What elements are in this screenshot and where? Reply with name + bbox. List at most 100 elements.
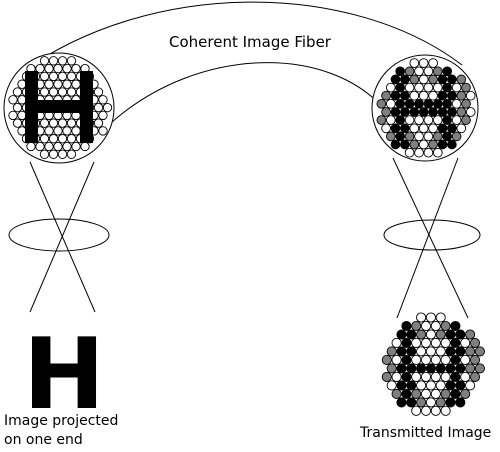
fiber-core bbox=[432, 115, 443, 125]
fiber-core bbox=[425, 329, 436, 340]
fiber-core bbox=[432, 98, 443, 109]
fiber-core bbox=[442, 131, 453, 142]
fiber-core bbox=[423, 115, 434, 125]
fiber-core bbox=[420, 320, 432, 332]
fiber-core bbox=[396, 380, 407, 391]
fiber-core bbox=[432, 131, 443, 142]
fiber-core bbox=[98, 110, 108, 121]
fiber-core bbox=[386, 380, 397, 391]
fiber-core bbox=[48, 56, 59, 66]
fiber-core bbox=[404, 115, 415, 125]
fiber-core bbox=[437, 107, 448, 117]
fiber-core bbox=[396, 346, 407, 357]
fiber-core bbox=[391, 354, 402, 365]
fiber-core bbox=[80, 141, 90, 152]
fiber-core bbox=[416, 397, 427, 408]
fiber-bundle-outer-edge bbox=[21, 1, 463, 73]
fiber-core bbox=[409, 139, 420, 150]
fiber-core bbox=[386, 363, 397, 374]
fiber-core bbox=[12, 87, 23, 97]
fiber-core bbox=[376, 115, 387, 125]
fiber-core bbox=[465, 363, 476, 374]
input-optics bbox=[8, 161, 110, 313]
fiber-core bbox=[435, 329, 446, 340]
fiber-core bbox=[44, 141, 54, 152]
fiber-core bbox=[71, 79, 81, 89]
fiber-core bbox=[17, 126, 27, 136]
input-end-face bbox=[3, 52, 115, 164]
fiber-core bbox=[428, 107, 438, 117]
fiber-core bbox=[406, 380, 417, 391]
fiber-core bbox=[465, 380, 476, 391]
fiber-core bbox=[400, 107, 410, 117]
fiber-core bbox=[423, 131, 434, 142]
fiber-core bbox=[440, 371, 451, 382]
fiber-core bbox=[381, 90, 391, 101]
fiber-core bbox=[98, 95, 108, 105]
fiber-core bbox=[430, 354, 441, 365]
fiber-core bbox=[17, 95, 27, 105]
fiber-core bbox=[411, 371, 422, 382]
fiber-core bbox=[437, 139, 448, 150]
fiber-core bbox=[381, 354, 392, 365]
fiber-core bbox=[385, 98, 396, 109]
fiber-core bbox=[8, 95, 18, 105]
fiber-core bbox=[390, 123, 401, 134]
fiber-core bbox=[395, 66, 406, 77]
fiber-core bbox=[48, 149, 59, 159]
fiber-core bbox=[39, 149, 50, 159]
fiber-core bbox=[395, 131, 406, 142]
fiber-core bbox=[469, 371, 481, 382]
fiber-core bbox=[430, 320, 441, 332]
fiber-core bbox=[442, 82, 453, 93]
fiber-core bbox=[465, 329, 476, 340]
fiber-core bbox=[406, 346, 417, 357]
fiber-core bbox=[465, 90, 476, 101]
fiber-core bbox=[414, 131, 424, 142]
fiber-core bbox=[62, 63, 72, 74]
fiber-core bbox=[390, 74, 401, 85]
fiber-core bbox=[411, 354, 422, 365]
fiber-core bbox=[435, 312, 446, 323]
fiber-core bbox=[381, 107, 391, 117]
fiber-core bbox=[451, 82, 462, 93]
fiber-core bbox=[428, 139, 438, 150]
fiber-core bbox=[414, 147, 424, 158]
projected-caption-line1: Image projected bbox=[4, 413, 119, 429]
fiber-core bbox=[474, 363, 485, 374]
fiber-core bbox=[460, 371, 471, 382]
fiber-core bbox=[57, 71, 68, 82]
fiber-core bbox=[93, 102, 104, 113]
fiber-core bbox=[423, 66, 434, 77]
fiber-core bbox=[430, 371, 441, 382]
fiber-core bbox=[420, 354, 432, 365]
fiber-core bbox=[455, 329, 466, 340]
fiber-core bbox=[450, 371, 461, 382]
fiber-core bbox=[435, 397, 446, 408]
fiber-core bbox=[425, 397, 436, 408]
fiber-core bbox=[57, 118, 68, 128]
fiber-core bbox=[416, 329, 427, 340]
fiber-core bbox=[409, 74, 420, 85]
fiber-core bbox=[418, 74, 429, 85]
fiber-core bbox=[57, 56, 68, 66]
fiber-core bbox=[416, 380, 427, 391]
fiber-core bbox=[53, 141, 63, 152]
fiber-core bbox=[66, 134, 77, 144]
source-letter-h: H bbox=[23, 318, 106, 432]
fiber-core bbox=[39, 118, 50, 128]
fiber-core bbox=[66, 56, 77, 66]
fiber-core bbox=[48, 71, 59, 82]
fiber-core bbox=[447, 107, 457, 117]
fiber-core bbox=[460, 388, 471, 399]
fiber-core bbox=[428, 90, 438, 101]
fiber-core bbox=[390, 139, 401, 150]
projected-h-on-face bbox=[25, 71, 93, 143]
fiber-core bbox=[435, 380, 446, 391]
fiber-core bbox=[445, 363, 456, 374]
fiber-core bbox=[455, 397, 466, 408]
fiber-core bbox=[39, 56, 50, 66]
fiber-core bbox=[430, 405, 441, 416]
